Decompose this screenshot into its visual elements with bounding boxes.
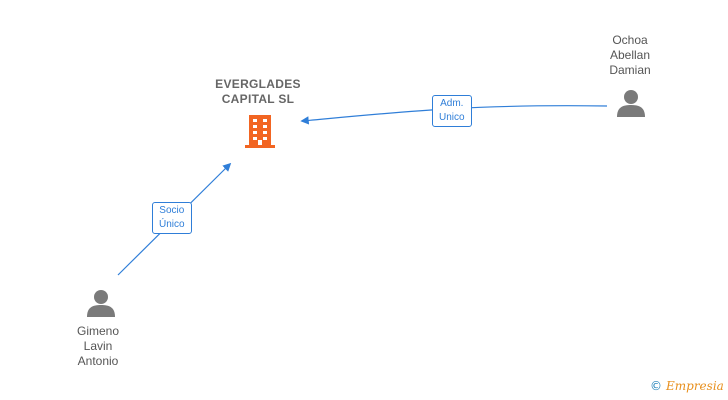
person-name-ochoa: Ochoa Abellan Damian xyxy=(609,33,651,77)
person-icon[interactable] xyxy=(86,288,116,318)
edge-label-socio-unico[interactable]: Socio Único xyxy=(152,202,192,234)
person-name-gimeno: Gimeno Lavin Antonio xyxy=(76,324,120,368)
brand-name: Empresia xyxy=(666,379,724,393)
company-name-line1: EVERGLADES xyxy=(215,77,301,91)
edge-label-adm-unico[interactable]: Adm. Unico xyxy=(432,95,472,127)
building-icon[interactable] xyxy=(243,113,277,149)
company-name: EVERGLADES CAPITAL SL xyxy=(200,77,316,107)
copyright-icon: © xyxy=(650,379,662,393)
empresia-watermark: © Empresia xyxy=(650,379,724,393)
company-name-line2: CAPITAL SL xyxy=(221,92,295,106)
person-icon[interactable] xyxy=(616,88,646,118)
